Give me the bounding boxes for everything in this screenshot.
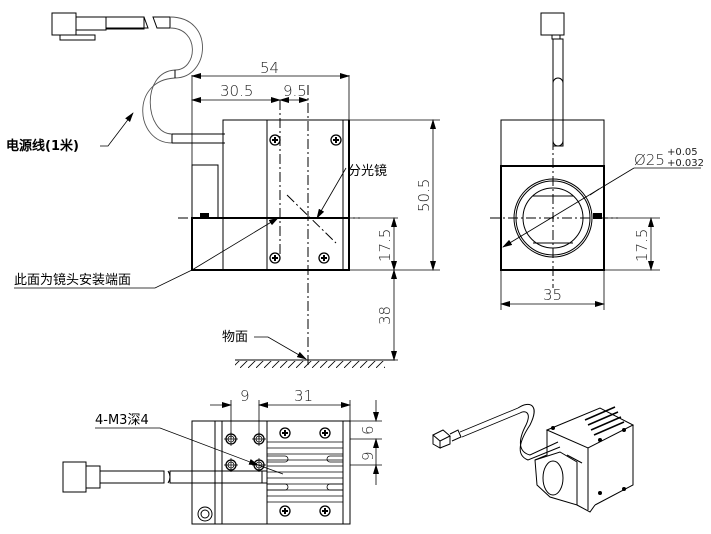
screw-icon	[318, 252, 330, 264]
power-cable	[142, 16, 225, 144]
label-object-plane: 物面	[222, 330, 248, 345]
tolerance-lower: +0.032	[667, 158, 704, 169]
mount-hole-icon	[224, 458, 238, 472]
label-mount-holes: 4-M3深4	[95, 413, 149, 428]
screw-icon	[269, 252, 281, 264]
tolerance-upper: +0.05	[667, 147, 698, 158]
side-block	[191, 164, 219, 219]
dim-54: 54	[260, 59, 279, 77]
screw-icon	[279, 427, 291, 439]
cover-plate	[266, 119, 344, 271]
isometric-view	[432, 403, 635, 513]
screw-icon	[319, 505, 331, 517]
label-beam-splitter: 分光镜	[348, 164, 387, 179]
dim-50-5: 50.5	[415, 179, 433, 212]
label-lens-mount-face: 此面为镜头安装端面	[14, 273, 131, 288]
side-view: Ø25 +0.05 +0.032 17.5 35	[490, 12, 704, 310]
dim-bore-diameter: Ø25	[634, 151, 665, 169]
dim-9-5: 9.5	[283, 82, 307, 100]
screw-icon	[319, 427, 331, 439]
dim-9-y: 9	[359, 451, 377, 461]
top-view: 9 31 6 9 4-M3深4	[62, 387, 382, 525]
front-view: 54 30.5 9.5 50.5 17.5 38 电源线(1米) 分光镜 此面为…	[6, 12, 440, 368]
dim-17-5-front: 17.5	[376, 229, 394, 262]
screw-icon	[269, 134, 281, 146]
dim-38: 38	[376, 306, 394, 325]
dim-35: 35	[543, 286, 562, 304]
heatsink-fins	[267, 441, 343, 503]
dim-6: 6	[359, 425, 377, 435]
cable-connector	[51, 12, 171, 41]
dim-30-5: 30.5	[220, 82, 253, 100]
label-power-cable: 电源线(1米)	[6, 138, 79, 154]
screw-icon	[330, 134, 342, 146]
screw-icon	[279, 505, 291, 517]
dim-9-x: 9	[240, 387, 250, 405]
dim-31: 31	[294, 387, 313, 405]
dim-17-5-side: 17.5	[633, 229, 651, 262]
